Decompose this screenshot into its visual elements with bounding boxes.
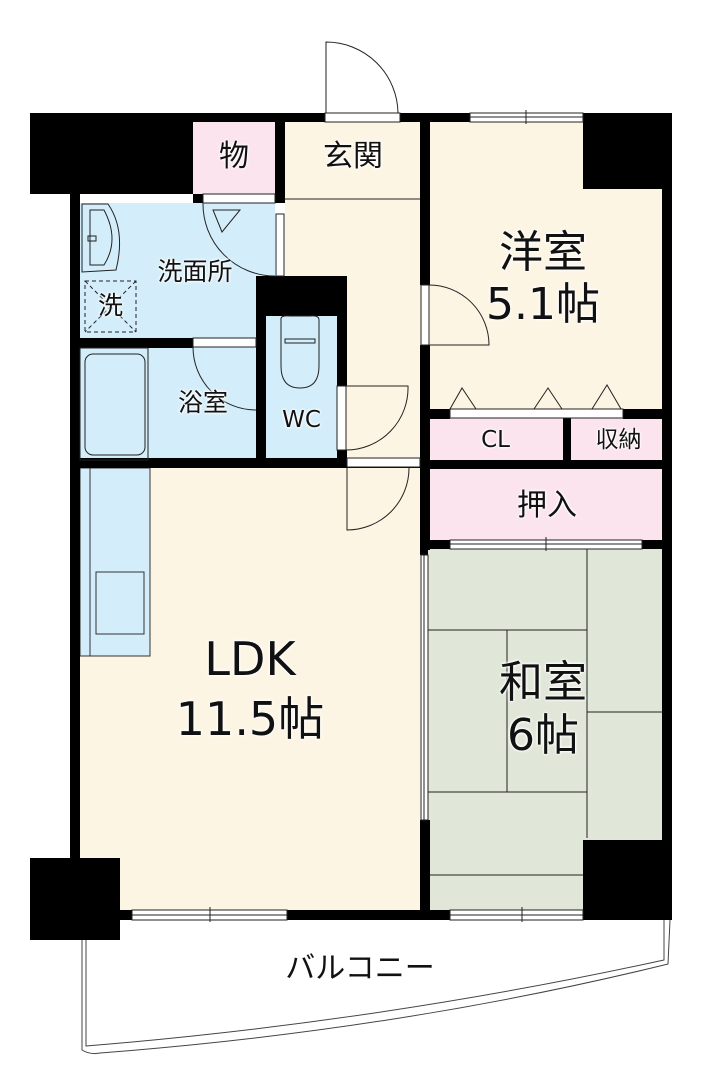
japanese-room-label: 和室	[499, 657, 587, 708]
balcony	[81, 919, 671, 1055]
walls	[30, 113, 672, 940]
tatami-lines	[428, 548, 666, 876]
washroom-label: 洗面所	[157, 257, 233, 286]
storage-mono-label: 物	[219, 139, 249, 174]
toilet-label: WC	[282, 407, 321, 433]
entrance-label: 玄関	[323, 139, 383, 174]
storage-floor	[570, 418, 666, 460]
balcony-label: バルコニー	[285, 951, 435, 986]
wash-basin-icon	[81, 203, 121, 273]
oshiire-floor	[428, 468, 666, 540]
washer-label: 洗	[97, 291, 123, 320]
japanese-room-size: 6帖	[507, 710, 579, 761]
doors	[192, 41, 624, 531]
fixtures	[79, 203, 320, 461]
windows	[131, 110, 643, 922]
ldk-label: LDK	[204, 632, 296, 686]
ldk-size: 11.5帖	[175, 692, 325, 746]
storage-mono-floor	[193, 122, 275, 194]
bath-label: 浴室	[177, 388, 228, 417]
oshiire-label: 押入	[517, 488, 577, 523]
storage-label: 収納	[595, 427, 642, 453]
western-room-size: 5.1帖	[486, 279, 600, 330]
sink	[95, 571, 145, 635]
western-room-label: 洋室	[499, 227, 587, 278]
kitchen-counter	[79, 467, 151, 657]
closet-floor	[428, 418, 563, 460]
bathtub-icon	[79, 347, 149, 461]
closet-label: CL	[481, 427, 510, 453]
washer-pan-icon	[84, 280, 137, 333]
toilet-icon	[280, 315, 320, 389]
